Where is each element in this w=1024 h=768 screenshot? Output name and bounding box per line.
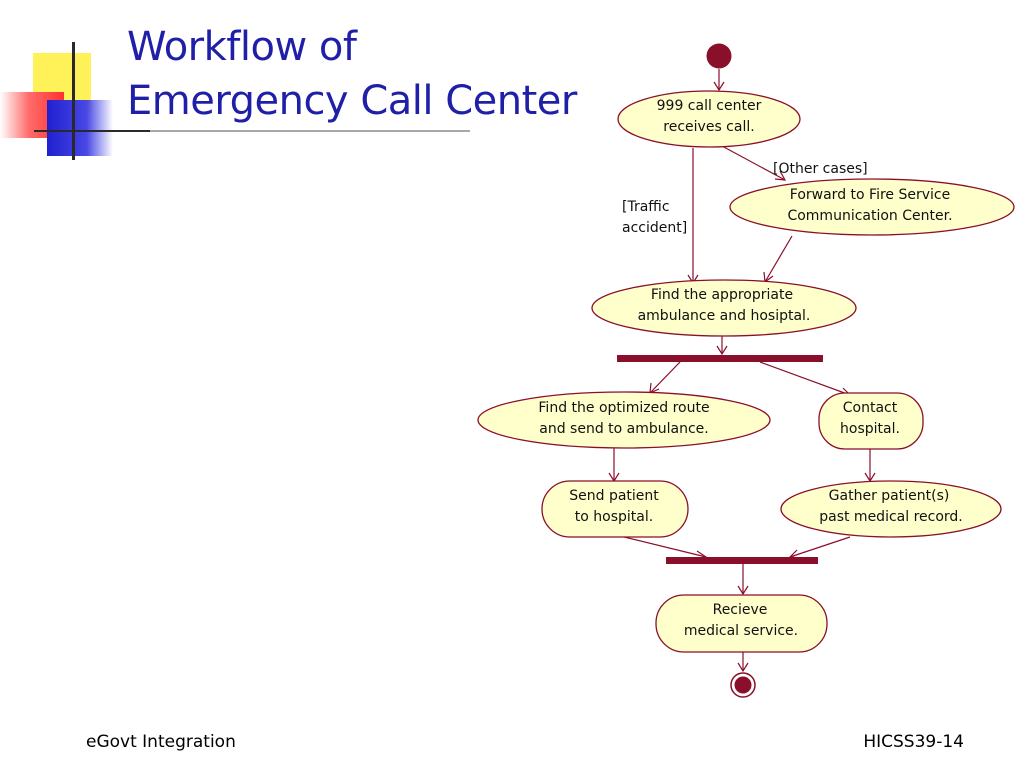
join-bar <box>666 557 818 564</box>
node-send-patient: Send patient to hospital. <box>541 480 689 538</box>
node-label: to hospital. <box>575 509 653 525</box>
slide-title: Workflow of Emergency Call Center <box>127 20 577 128</box>
node-label: Find the optimized route <box>538 400 709 416</box>
arrowhead <box>716 345 728 356</box>
footer-right: HICSS39-14 <box>863 732 964 752</box>
decor-horizontal-line <box>34 130 154 132</box>
edge-forward-to-find <box>764 235 793 283</box>
node-find-ambulance: Find the appropriate ambulance and hosip… <box>591 279 857 337</box>
node-label: receives call. <box>663 119 754 135</box>
node-receive-call: 999 call center receives call. <box>617 90 801 148</box>
slide-title-line-2: Emergency Call Center <box>127 78 577 124</box>
decor-vertical-line <box>72 42 75 160</box>
edge-send-to-join <box>619 535 707 558</box>
title-underline <box>150 130 470 132</box>
edge-fork-to-contact <box>759 361 851 396</box>
arrowhead <box>774 170 787 181</box>
node-label: ambulance and hosiptal. <box>638 308 811 324</box>
diagram-edges <box>608 69 876 673</box>
initial-node <box>706 43 732 69</box>
node-label: Forward to Fire Service <box>790 187 950 203</box>
node-label: medical service. <box>684 623 798 639</box>
fork-bar <box>617 355 823 362</box>
node-optimized-route: Find the optimized route and send to amb… <box>477 391 771 449</box>
footer-left: eGovt Integration <box>86 732 236 752</box>
node-label: Contact <box>843 400 898 416</box>
node-label: Recieve <box>713 602 768 618</box>
node-contact-hospital: Contact hospital. <box>818 392 924 450</box>
edge-receive-to-forward <box>721 145 786 181</box>
guard-traffic-line-1: [Traffic <box>622 199 670 215</box>
node-label: hospital. <box>840 421 900 437</box>
node-label: Gather patient(s) <box>829 488 950 504</box>
node-gather-record: Gather patient(s) past medical record. <box>780 480 1002 538</box>
edge-gather-to-join <box>789 536 851 558</box>
node-label: past medical record. <box>819 509 963 525</box>
node-label: 999 call center <box>657 98 762 114</box>
arrowhead <box>737 585 749 596</box>
node-label: Find the appropriate <box>651 287 793 303</box>
node-receive-service: Recieve medical service. <box>655 594 828 653</box>
node-label: Send patient <box>569 488 659 504</box>
decor-blue-square <box>47 100 113 156</box>
guard-other-cases: [Other cases] <box>773 161 868 177</box>
arrowhead <box>713 81 725 92</box>
final-node <box>730 672 756 698</box>
slide-title-line-1: Workflow of <box>127 24 357 70</box>
guard-traffic-line-2: accident] <box>622 220 687 236</box>
edge-fork-to-route <box>649 361 681 394</box>
node-label: and send to ambulance. <box>539 421 709 437</box>
node-forward-fire-service: Forward to Fire Service Communication Ce… <box>729 178 1015 236</box>
node-label: Communication Center. <box>787 208 952 224</box>
arrowhead <box>737 662 749 673</box>
